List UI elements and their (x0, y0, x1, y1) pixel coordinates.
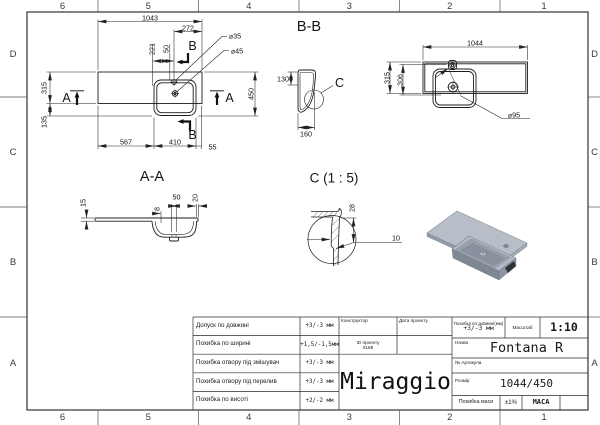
bb-view-dimensions (287, 45, 530, 130)
bb-view-outline (297, 60, 528, 113)
project-id-label: ID проекту (356, 339, 380, 345)
detail-mark-c: C (334, 75, 345, 90)
zone-col-bottom-5: 5 (145, 412, 151, 423)
constructor-label: Конструктор (341, 318, 368, 323)
dim-plan-315: 315 (39, 81, 49, 94)
zone-row-right-B: B (591, 256, 598, 268)
zone-col-bottom-6: 6 (59, 412, 66, 423)
scale-value: 1:10 (550, 320, 578, 335)
tolerance-row-label: Похибка по ширині (196, 340, 251, 348)
project-id-cell: ID проекту 0188 (339, 336, 397, 355)
size-value: 1044/450 (500, 377, 553, 391)
bb-view-centerlines (447, 69, 462, 96)
aa-view-outline (94, 217, 199, 242)
zone-row-left-D: D (9, 49, 17, 60)
c-detail-hatching (312, 211, 340, 267)
dim-bb-1044: 1044 (467, 38, 483, 48)
view-title-bb: B-B (296, 18, 322, 35)
zone-row-left-B: B (9, 256, 17, 268)
dim-plan-dia45: ⌀45 (230, 45, 244, 55)
view-title-c: C (1 : 5) (309, 170, 359, 186)
dim-bb-dia95: ⌀95 (507, 109, 521, 119)
aa-view-dimensions (81, 204, 208, 232)
tolerance-row-value: +2/-2 мм (305, 397, 334, 404)
c-detail-outline (307, 207, 357, 266)
dim-plan-50: 50 (160, 45, 170, 53)
zone-col-bottom-3: 3 (346, 412, 352, 423)
zone-col-top-3: 3 (346, 0, 352, 12)
tolerance-row-value: +1,5/-1,5мм (300, 341, 339, 348)
dim-bb-306: 306 (395, 73, 405, 86)
article-label: № Артикула (455, 360, 482, 365)
project-date-label: Дата проекту (399, 318, 428, 323)
size-label: Розмір (455, 378, 470, 383)
zone-col-bottom-1: 1 (541, 412, 547, 423)
zone-col-bottom-4: 4 (246, 412, 252, 423)
tolerance-row-label: Похибка по висоті (196, 396, 248, 404)
dim-plan-410: 410 (169, 137, 181, 147)
section-mark-b-bottom: B (188, 127, 197, 142)
zone-col-top-1: 1 (541, 0, 547, 12)
dim-c-28: 28 (346, 203, 356, 212)
plan-view-centerlines (170, 78, 179, 98)
zone-col-top-5: 5 (145, 0, 151, 12)
tolerance-row-value: +3/-3 мм (305, 379, 334, 386)
mass-label: МАСА (532, 397, 550, 406)
length-tolerance-cell: Похибка по довжині(мм) +3/-3 мм (452, 317, 505, 338)
product-name: Fontana R (489, 339, 564, 356)
dim-aa-20: 20 (190, 193, 200, 202)
dim-plan-dia35: ⌀35 (228, 31, 242, 41)
dim-plan-221: 221 (146, 43, 156, 55)
zone-col-bottom-2: 2 (447, 412, 453, 423)
tolerance-row-value: +3/-3 мм (305, 360, 334, 367)
dim-plan-272: 272 (182, 22, 194, 32)
section-mark-b-top: B (188, 38, 197, 53)
dim-plan-width: 1043 (142, 12, 158, 22)
zone-col-top-6: 6 (59, 0, 66, 12)
dim-c-10: 10 (392, 233, 400, 243)
plan-view-outline (97, 71, 203, 116)
section-mark-a-right: A (225, 90, 234, 105)
sheet-frame (26, 11, 589, 411)
length-tolerance-label: Похибка по довжині(мм) (453, 320, 504, 326)
zone-row-left-A: A (9, 358, 17, 369)
zone-row-left-C: C (9, 146, 17, 158)
tolerance-row-label: Допуск по довжині (196, 321, 249, 329)
zone-row-right-D: D (591, 49, 598, 60)
length-tolerance-value: +3/-3 мм (463, 325, 494, 333)
project-id-value: 0188 (362, 344, 374, 350)
zone-row-right-A: A (591, 358, 598, 369)
dim-aa-15: 15 (77, 198, 87, 207)
dim-plan-450: 450 (245, 88, 255, 100)
zone-row-right-C: C (591, 146, 598, 158)
section-arrows (74, 53, 220, 132)
dim-bb-160: 160 (300, 128, 312, 138)
tolerance-row-label: Похибка отвору під перелив (196, 377, 277, 385)
zone-col-top-2: 2 (447, 0, 453, 12)
view-title-aa: A-A (139, 168, 165, 185)
scale-label: Масштаб (512, 324, 533, 330)
dim-plan-135: 135 (39, 116, 49, 128)
zone-col-top-4: 4 (246, 0, 252, 12)
mass-tolerance-label: Похибка маси (458, 398, 494, 405)
name-label: Назва (455, 340, 469, 345)
sink-3d-render (426, 210, 528, 281)
title-block-grid (192, 316, 588, 410)
dim-bb-130: 130 (277, 74, 289, 84)
brand-logo: Miraggio (340, 368, 451, 395)
dim-bb-315: 315 (381, 72, 391, 84)
dim-aa-50: 50 (172, 191, 181, 201)
tolerance-row-label: Похибка отвору під змішувач (196, 359, 280, 367)
plan-view-dimensions (46, 19, 259, 149)
tolerance-row-value: +3/-3 мм (305, 323, 334, 330)
c-detail-dimensions (307, 217, 402, 249)
dim-plan-55: 55 (208, 141, 217, 151)
dim-plan-567: 567 (120, 137, 132, 147)
section-mark-a-left: A (62, 90, 71, 105)
dim-aa-8: 8 (152, 206, 162, 211)
mass-tolerance-value: ±1% (505, 399, 517, 406)
